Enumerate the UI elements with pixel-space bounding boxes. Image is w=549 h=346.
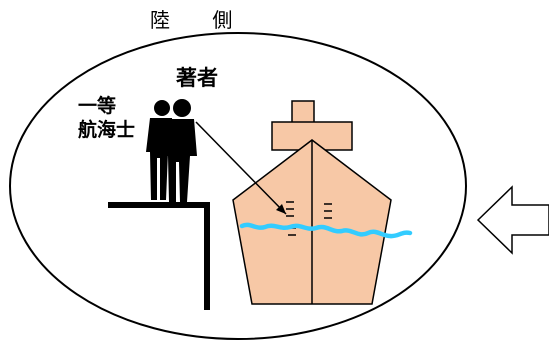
waterline-wave	[239, 222, 413, 239]
author-label: 著者	[176, 66, 218, 90]
first-officer-label-line1: 一等	[78, 95, 117, 117]
first-officer-label-line2: 航海士	[78, 118, 136, 141]
pier	[108, 202, 210, 310]
first-officer-label: 一等 航海士	[78, 95, 158, 143]
scene-ellipse	[9, 32, 467, 340]
sight-line	[195, 121, 287, 215]
people-silhouette-icon	[146, 99, 197, 202]
shore-side-label: 陸 側	[150, 8, 251, 32]
draft-marks-right	[324, 203, 332, 219]
ship-bow-icon	[232, 100, 392, 305]
left-arrow-icon	[476, 185, 549, 255]
